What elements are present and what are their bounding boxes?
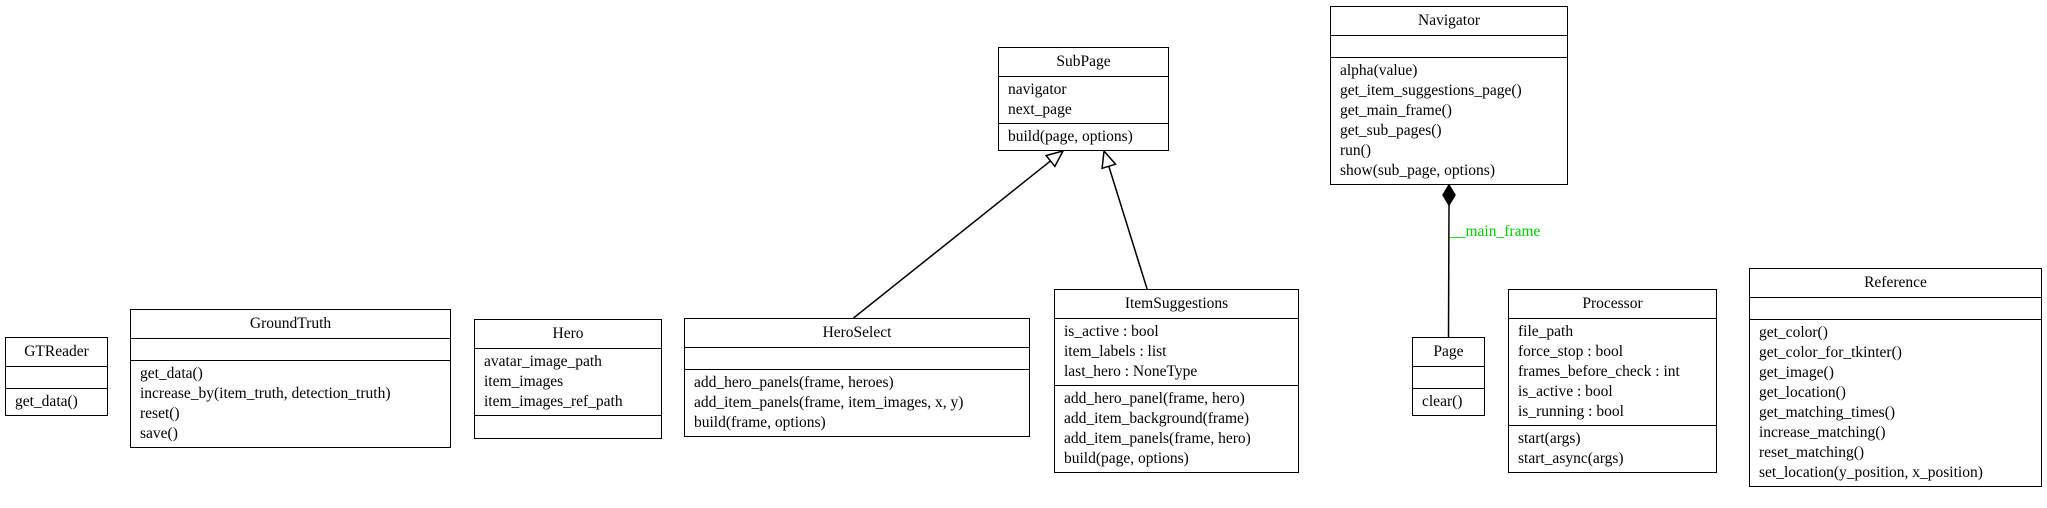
attribute: navigator xyxy=(1008,81,1067,98)
class-name: Processor xyxy=(1509,290,1716,319)
class-operations: alpha(value) get_item_suggestions_page()… xyxy=(1331,58,1567,184)
operation: get_matching_times() xyxy=(1759,404,1896,421)
operation: save() xyxy=(140,425,178,442)
class-reference[interactable]: Reference get_color() get_color_for_tkin… xyxy=(1749,268,2042,487)
class-operations: add_hero_panel(frame, hero) add_item_bac… xyxy=(1055,386,1298,472)
class-itemsuggestions[interactable]: ItemSuggestions is_active : bool item_la… xyxy=(1054,289,1299,473)
operation: get_main_frame() xyxy=(1340,102,1452,119)
attribute: is_active : bool xyxy=(1518,383,1613,400)
class-operations: start(args) start_async(args) xyxy=(1509,426,1716,472)
class-name: GTReader xyxy=(6,338,107,367)
operation: add_hero_panel(frame, hero) xyxy=(1064,390,1245,407)
operation: add_item_panels(frame, hero) xyxy=(1064,430,1251,447)
operation: get_sub_pages() xyxy=(1340,122,1442,139)
class-attributes xyxy=(1413,367,1484,389)
operation: build(frame, options) xyxy=(694,414,826,431)
relation-label-main-frame: __main_frame xyxy=(1450,223,1541,240)
class-subpage[interactable]: SubPage navigator next_page build(page, … xyxy=(998,47,1169,151)
class-attributes: avatar_image_path item_images item_image… xyxy=(475,349,661,416)
attribute: next_page xyxy=(1008,101,1072,118)
inheritance-line xyxy=(1108,166,1148,290)
class-heroselect[interactable]: HeroSelect add_hero_panels(frame, heroes… xyxy=(684,318,1030,437)
operation: get_color() xyxy=(1759,324,1828,341)
operation: get_item_suggestions_page() xyxy=(1340,82,1522,99)
class-operations: clear() xyxy=(1413,389,1484,415)
class-hero[interactable]: Hero avatar_image_path item_images item_… xyxy=(474,319,662,439)
composition-line xyxy=(1447,204,1450,338)
class-name: Reference xyxy=(1750,269,2041,298)
attribute: is_active : bool xyxy=(1064,323,1159,340)
operation: build(page, options) xyxy=(1064,450,1189,467)
operation: increase_by(item_truth, detection_truth) xyxy=(140,385,391,402)
operation: build(page, options) xyxy=(1008,128,1133,145)
class-attributes: navigator next_page xyxy=(999,77,1168,124)
inheritance-arrowhead xyxy=(1101,149,1117,170)
class-groundtruth[interactable]: GroundTruth get_data() increase_by(item_… xyxy=(130,309,451,448)
operation: reset() xyxy=(140,405,180,422)
operation: set_location(y_position, x_position) xyxy=(1759,464,1983,481)
operation: show(sub_page, options) xyxy=(1340,162,1495,179)
attribute: force_stop : bool xyxy=(1518,343,1624,360)
class-name: Navigator xyxy=(1331,7,1567,36)
operation: start_async(args) xyxy=(1518,450,1624,467)
class-page[interactable]: Page clear() xyxy=(1412,337,1485,416)
attribute: frames_before_check : int xyxy=(1518,363,1680,380)
attribute: file_path xyxy=(1518,323,1574,340)
operation: get_location() xyxy=(1759,384,1846,401)
class-attributes xyxy=(6,367,107,389)
operation: reset_matching() xyxy=(1759,444,1865,461)
attribute: item_images xyxy=(484,373,564,390)
class-navigator[interactable]: Navigator alpha(value) get_item_suggesti… xyxy=(1330,6,1568,185)
operation: add_item_panels(frame, item_images, x, y… xyxy=(694,394,964,411)
class-name: GroundTruth xyxy=(131,310,450,339)
class-attributes xyxy=(1331,36,1567,58)
class-attributes xyxy=(685,348,1029,370)
class-operations: get_color() get_color_for_tkinter() get_… xyxy=(1750,320,2041,486)
class-operations: build(page, options) xyxy=(999,124,1168,150)
class-name: SubPage xyxy=(999,48,1168,77)
attribute: avatar_image_path xyxy=(484,353,602,370)
operation: get_color_for_tkinter() xyxy=(1759,344,1902,361)
composition-diamond xyxy=(1442,183,1456,207)
operation: increase_matching() xyxy=(1759,424,1886,441)
attribute: is_running : bool xyxy=(1518,403,1624,420)
operation: run() xyxy=(1340,142,1371,159)
class-operations: add_hero_panels(frame, heroes) add_item_… xyxy=(685,370,1029,436)
class-attributes: file_path force_stop : bool frames_befor… xyxy=(1509,319,1716,426)
operation: get_data() xyxy=(140,365,203,382)
operation: clear() xyxy=(1422,393,1463,410)
attribute: item_labels : list xyxy=(1064,343,1167,360)
class-operations: get_data() increase_by(item_truth, detec… xyxy=(131,361,450,447)
operation: add_hero_panels(frame, heroes) xyxy=(694,374,894,391)
class-attributes xyxy=(1750,298,2041,320)
operation: get_image() xyxy=(1759,364,1834,381)
inheritance-line xyxy=(853,160,1051,319)
operation: start(args) xyxy=(1518,430,1581,447)
class-name: HeroSelect xyxy=(685,319,1029,348)
attribute: last_hero : NoneType xyxy=(1064,363,1198,380)
class-gtreader[interactable]: GTReader get_data() xyxy=(5,337,108,416)
class-name: Hero xyxy=(475,320,661,349)
class-processor[interactable]: Processor file_path force_stop : bool fr… xyxy=(1508,289,1717,473)
operation: get_data() xyxy=(15,393,78,410)
class-operations xyxy=(475,416,661,438)
operation: add_item_background(frame) xyxy=(1064,410,1250,427)
class-attributes: is_active : bool item_labels : list last… xyxy=(1055,319,1298,386)
class-name: ItemSuggestions xyxy=(1055,290,1298,319)
class-attributes xyxy=(131,339,450,361)
operation: alpha(value) xyxy=(1340,62,1418,79)
attribute: item_images_ref_path xyxy=(484,393,623,410)
class-operations: get_data() xyxy=(6,389,107,415)
inheritance-arrowhead xyxy=(1044,149,1065,168)
class-name: Page xyxy=(1413,338,1484,367)
